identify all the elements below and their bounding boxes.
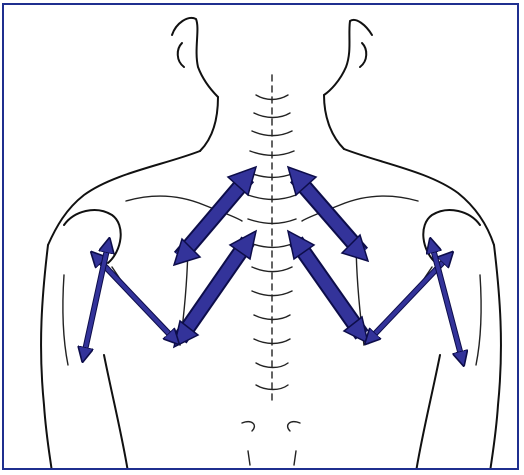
left-arm-outer (41, 245, 52, 470)
right-arm-inner (476, 275, 481, 365)
anatomy-illustration (4, 5, 519, 470)
right-arm-outer (490, 245, 501, 470)
left-deltoid (64, 210, 121, 263)
left-torso (104, 355, 128, 470)
arrow-right-arm (370, 245, 462, 359)
head-outline-right (324, 20, 372, 95)
arrows (84, 167, 462, 359)
right-torso (416, 355, 440, 470)
arrow-left-arm (84, 245, 174, 355)
neck-right (324, 95, 344, 149)
ear-left (178, 43, 184, 67)
spine (242, 75, 300, 465)
ear-right (360, 43, 366, 67)
figure-frame (2, 3, 519, 470)
body-outline (41, 18, 501, 470)
neck-left (200, 97, 218, 151)
left-arm-inner (63, 275, 68, 365)
